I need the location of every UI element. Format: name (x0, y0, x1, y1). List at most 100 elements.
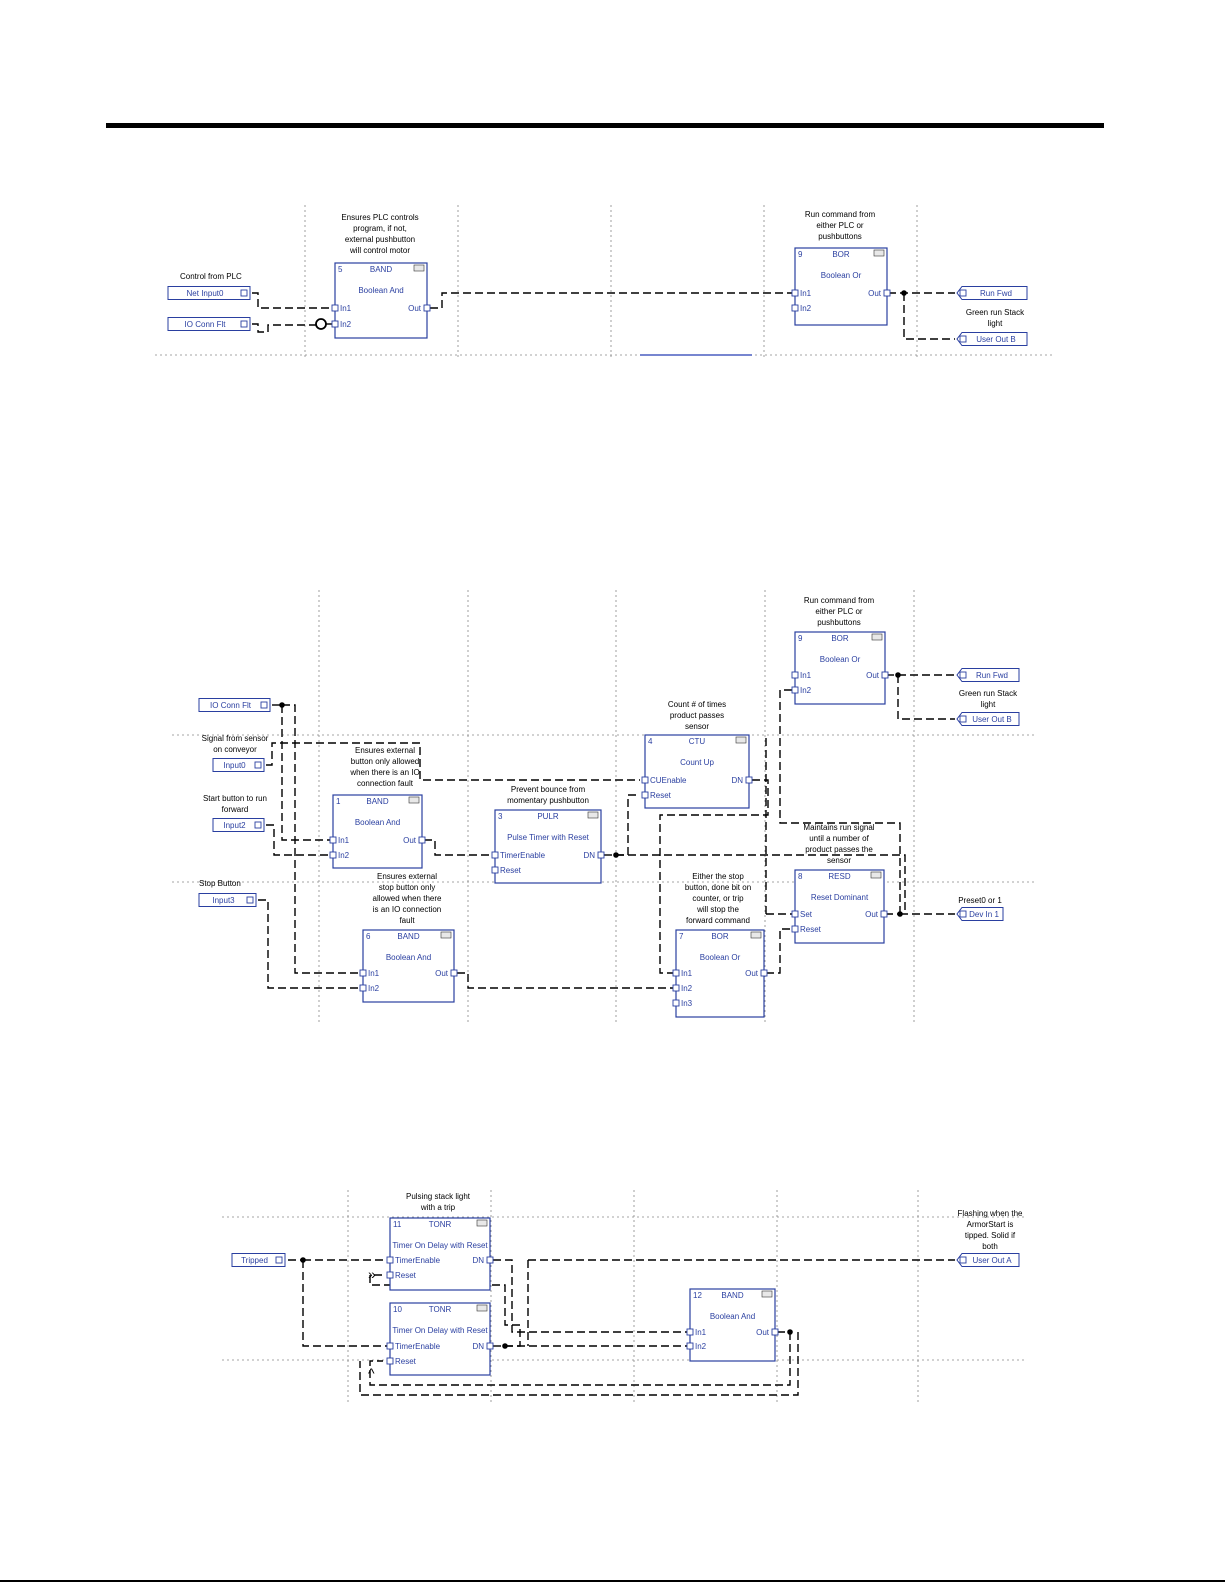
input-pin-label: In1 (800, 671, 812, 680)
input-pin-label: TimerEnable (500, 851, 546, 860)
wire (282, 704, 360, 974)
input-tag-frame (167, 286, 251, 300)
output-tag-frame (956, 1253, 1020, 1267)
output-pin-label: Out (745, 969, 759, 978)
block-menu-icon (587, 811, 599, 819)
input-pin-label: Reset (650, 791, 672, 800)
output-tag-pin (959, 715, 967, 723)
output-tag-frame (956, 332, 1028, 346)
input-tag: Tripped (231, 1253, 286, 1267)
block-description: Pulse Timer with Reset (507, 833, 590, 842)
input-tag-pin (254, 821, 262, 829)
output-pin-label: Out (756, 1328, 770, 1337)
block-menu-icon (750, 931, 762, 939)
double-chevron-icon: » (368, 1266, 376, 1282)
output-tag-pin (959, 335, 967, 343)
wire (258, 899, 360, 989)
input-tag-frame (198, 893, 257, 907)
input-pin (672, 999, 680, 1007)
block-menu-icon (761, 1290, 773, 1298)
block-type: TONR (429, 1220, 452, 1229)
wire (252, 292, 333, 309)
wire (302, 1260, 390, 1347)
wire (493, 1259, 688, 1333)
block-type: BOR (711, 932, 729, 941)
input-tag-pin (240, 320, 248, 328)
block-number: 11 (393, 1220, 402, 1229)
block-menu-icon (870, 871, 882, 879)
input-tag-label: Net Input0 (187, 289, 224, 298)
input-tag-frame (212, 758, 265, 772)
input-pin-label: In2 (338, 851, 350, 860)
wire (266, 824, 333, 856)
block-number: 9 (798, 634, 803, 643)
input-pin (329, 836, 337, 844)
block-number: 3 (498, 812, 503, 821)
input-pin (686, 1328, 694, 1336)
output-pin (450, 969, 458, 977)
block-frame (689, 1288, 776, 1362)
block-description: Reset Dominant (811, 893, 869, 902)
block-menu-icon (476, 1219, 488, 1227)
block-description: Boolean And (386, 953, 431, 962)
output-tag-pin (959, 1256, 967, 1264)
block-frame (644, 734, 750, 809)
input-tag-pin (254, 761, 262, 769)
input-pin (331, 304, 339, 312)
input-pin-label: In1 (338, 836, 350, 845)
input-tag: Input3 (198, 893, 257, 907)
output-pin-label: Out (408, 304, 422, 313)
annotation: Preset0 or 1 (958, 896, 1002, 905)
input-tag-pin (240, 289, 248, 297)
block-description: Boolean Or (820, 655, 861, 664)
block-menu-icon (735, 736, 747, 744)
block-description: Timer On Delay with Reset (392, 1241, 488, 1250)
input-pin (386, 1271, 394, 1279)
block-type: BAND (397, 932, 419, 941)
wire (457, 972, 673, 989)
block-menu-icon (476, 1304, 488, 1312)
input-pin-label: In1 (800, 289, 812, 298)
input-tag-label: Input0 (223, 761, 246, 770)
output-tag-label: Dev In 1 (969, 910, 999, 919)
output-pin (486, 1256, 494, 1264)
output-pin (881, 671, 889, 679)
input-pin (686, 1342, 694, 1350)
output-pin (883, 289, 891, 297)
block-frame (389, 1217, 491, 1291)
input-pin (791, 671, 799, 679)
input-pin-label: Set (800, 910, 813, 919)
output-tag: User Out B (956, 332, 1028, 346)
output-pin-label: Out (403, 836, 417, 845)
wire (616, 794, 640, 856)
block-description: Boolean And (355, 818, 400, 827)
input-pin (359, 984, 367, 992)
block-menu-icon (413, 264, 425, 272)
input-pin (386, 1256, 394, 1264)
block-description: Boolean Or (700, 953, 741, 962)
block-number: 9 (798, 250, 803, 259)
input-pin (359, 969, 367, 977)
block-type: BAND (721, 1291, 743, 1300)
input-tag-pin (275, 1256, 283, 1264)
input-pin-label: In3 (681, 999, 693, 1008)
block-type: TONR (429, 1305, 452, 1314)
wire (766, 928, 793, 974)
output-pin (745, 776, 753, 784)
wire (897, 675, 955, 720)
input-tag-label: Input2 (223, 821, 246, 830)
block-number: 12 (693, 1291, 702, 1300)
